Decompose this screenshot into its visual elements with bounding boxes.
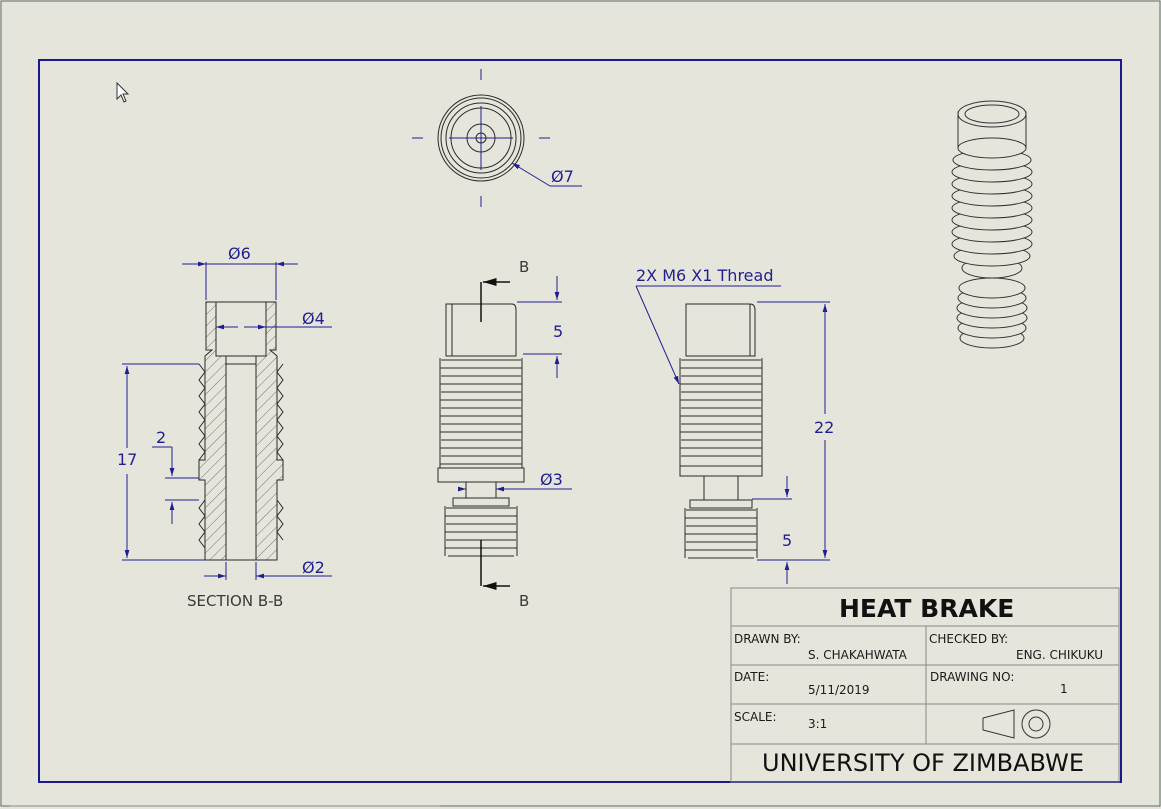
top-view	[412, 69, 582, 207]
title-block	[730, 587, 1120, 783]
thread-callout: 2X M6 X1 Thread	[636, 266, 773, 285]
drawn-by-value: S. CHAKAHWATA	[808, 648, 908, 662]
side-view	[679, 303, 763, 559]
checked-by-label: CHECKED BY:	[929, 632, 1008, 646]
drawn-by-label: DRAWN BY:	[734, 632, 801, 646]
cutting-plane-markers	[480, 277, 510, 591]
drawing-no-label: DRAWING NO:	[930, 670, 1014, 684]
dim-length-22: 22	[814, 418, 834, 437]
date-value: 5/11/2019	[808, 683, 870, 697]
dim-diameter-6: Ø6	[228, 244, 251, 263]
drawing-no-value: 1	[1060, 682, 1068, 696]
scale-value: 3:1	[808, 717, 827, 731]
section-marker-top: B	[519, 258, 529, 276]
drawing-border	[38, 59, 1122, 783]
section-dimensions	[122, 261, 332, 580]
front-view-dimensions	[458, 276, 572, 492]
dim-diameter-7: Ø7	[551, 167, 574, 186]
date-label: DATE:	[734, 670, 769, 684]
drawing-title: HEAT BRAKE	[839, 594, 1014, 623]
section-label: SECTION B-B	[187, 592, 283, 610]
dim-diameter-2: Ø2	[302, 558, 325, 577]
dim-length-17: 17	[117, 450, 137, 469]
third-angle-projection-icon	[982, 709, 1051, 739]
section-view	[198, 301, 284, 561]
section-marker-bottom: B	[519, 592, 529, 610]
isometric-view	[951, 100, 1033, 349]
dim-diameter-3: Ø3	[540, 470, 563, 489]
checked-by-value: ENG. CHIKUKU	[1016, 648, 1103, 662]
dim-diameter-4: Ø4	[302, 309, 325, 328]
institution-name: UNIVERSITY OF ZIMBABWE	[762, 749, 1084, 777]
scale-label: SCALE:	[734, 710, 777, 724]
dim-length-5-top: 5	[553, 322, 563, 341]
side-view-dimensions	[635, 285, 830, 584]
dim-length-5-bottom: 5	[782, 531, 792, 550]
dim-length-2: 2	[156, 428, 166, 447]
front-view	[437, 303, 525, 557]
mouse-pointer-icon	[116, 81, 130, 103]
